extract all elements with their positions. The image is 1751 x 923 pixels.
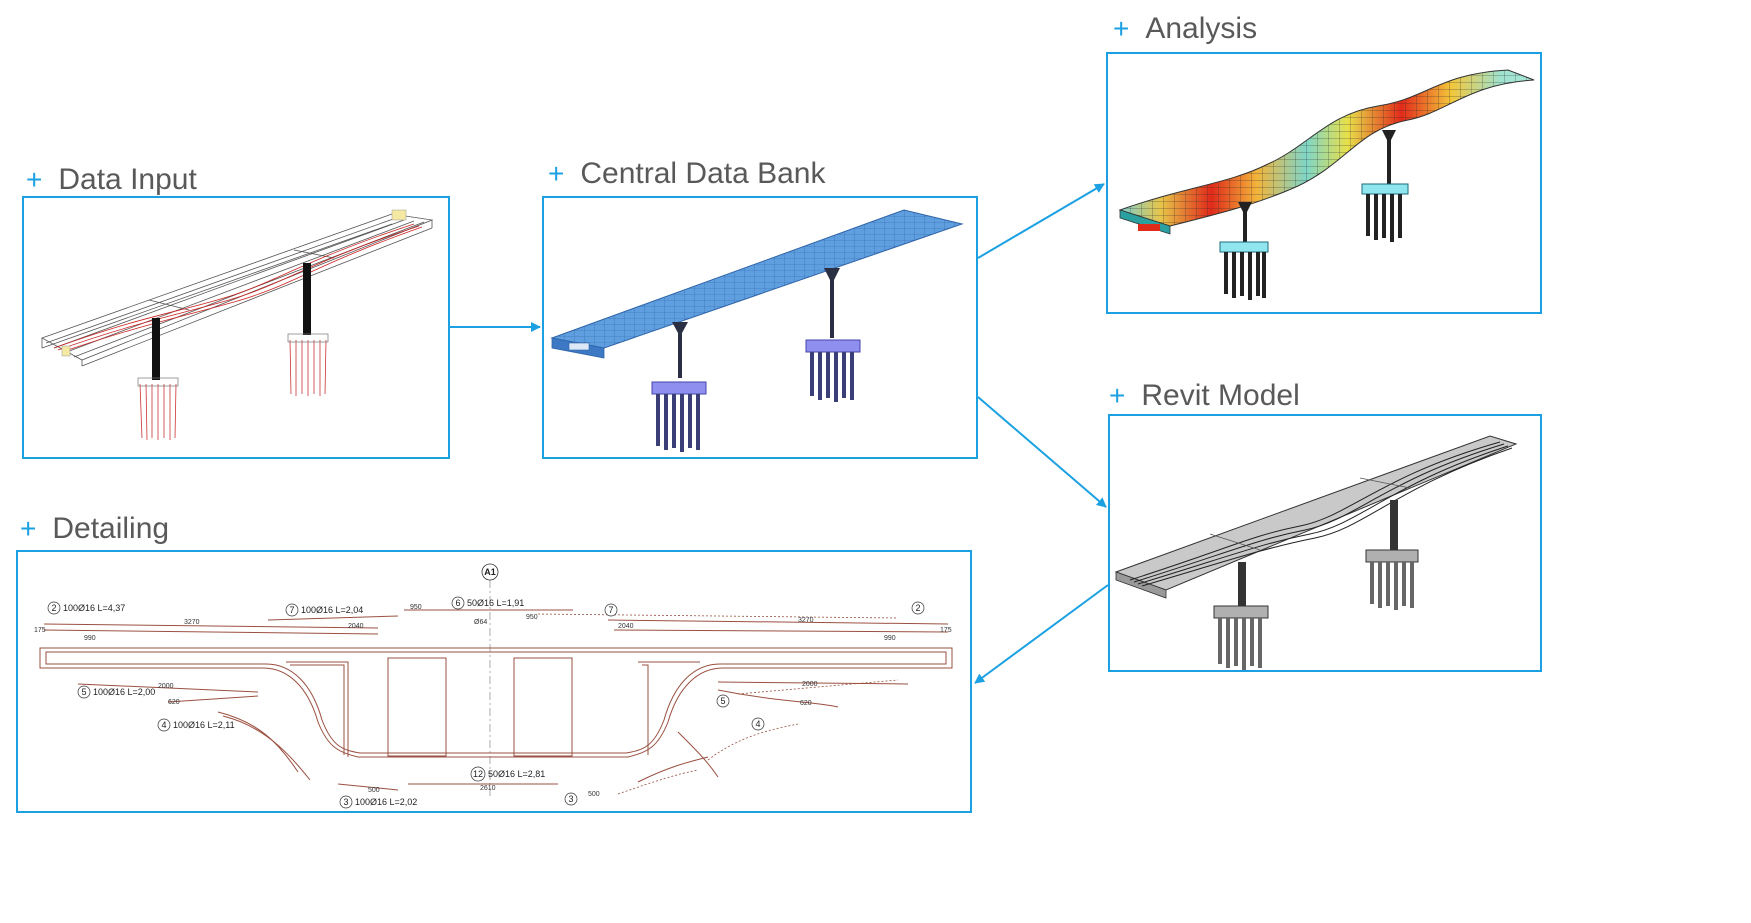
dim-950-right: 950	[526, 614, 538, 621]
data-input-label: Data Input	[58, 163, 197, 196]
analysis-panel[interactable]	[1106, 52, 1542, 314]
dim-990-left: 990	[84, 635, 96, 642]
dim-3270-left: 3270	[184, 619, 200, 626]
analysis-deformed-bridge	[1118, 69, 1535, 300]
svg-text:5: 5	[81, 687, 86, 697]
revit-model-label: Revit Model	[1141, 379, 1300, 412]
title-central-data-bank: + Central Data Bank	[548, 157, 826, 191]
bar-mark-3-left: 3 100Ø16 L=2,02	[339, 795, 417, 809]
svg-text:7: 7	[289, 605, 294, 615]
arrow-revit-to-detailing	[974, 584, 1109, 684]
dim-620-right: 620	[800, 700, 812, 707]
svg-text:100Ø16 L=2,11: 100Ø16 L=2,11	[173, 720, 235, 730]
expand-plus-icon[interactable]: +	[20, 513, 37, 544]
central-data-bank-panel[interactable]	[542, 196, 978, 459]
dimension-labels: 3270 3270 2040 2040 950 950 990 990 2000…	[34, 604, 952, 798]
svg-text:4: 4	[161, 720, 166, 730]
detailing-rebar-drawing: A1	[34, 563, 953, 809]
expand-plus-icon[interactable]: +	[26, 164, 43, 195]
expand-plus-icon[interactable]: +	[548, 158, 565, 189]
analysis-label: Analysis	[1145, 12, 1258, 45]
title-revit-model: + Revit Model	[1109, 379, 1300, 413]
central-data-bank-label: Central Data Bank	[580, 157, 826, 190]
bar-mark-2-right: 2	[911, 601, 925, 615]
dim-175-right: 175	[940, 627, 952, 634]
dim-dia-64: Ø64	[474, 619, 487, 626]
svg-text:2: 2	[915, 603, 920, 613]
bar-mark-6: 6 50Ø16 L=1,91	[451, 596, 524, 610]
dim-500-right: 500	[588, 791, 600, 798]
revit-model-bridge	[1114, 435, 1518, 670]
bar-mark-7-right: 7	[604, 603, 618, 617]
svg-text:4: 4	[755, 719, 760, 729]
title-detailing: + Detailing	[20, 512, 169, 546]
data-input-wireframe-bridge	[41, 209, 434, 441]
svg-text:2: 2	[51, 603, 56, 613]
svg-text:100Ø16 L=2,00: 100Ø16 L=2,00	[93, 687, 155, 697]
svg-text:100Ø16 L=2,04: 100Ø16 L=2,04	[301, 605, 363, 615]
revit-model-panel[interactable]	[1108, 414, 1542, 672]
bar-mark-7-left: 7 100Ø16 L=2,04	[285, 603, 363, 617]
bar-mark-5-right: 5	[716, 694, 730, 708]
bar-mark-12: 12 50Ø16 L=2,81	[470, 766, 545, 782]
bar-mark-4-right: 4	[751, 717, 765, 731]
data-input-panel[interactable]	[22, 196, 450, 459]
svg-text:100Ø16 L=4,37: 100Ø16 L=4,37	[63, 603, 125, 613]
dim-2000-right: 2000	[802, 681, 818, 688]
detailing-label: Detailing	[52, 512, 170, 545]
bar-mark-2-left: 2 100Ø16 L=4,37	[47, 601, 125, 615]
svg-text:3: 3	[568, 794, 573, 804]
svg-text:12: 12	[473, 769, 483, 779]
dim-2610: 2610	[480, 785, 496, 792]
title-data-input: + Data Input	[26, 163, 197, 197]
dim-500-left: 500	[368, 787, 380, 794]
svg-text:50Ø16 L=2,81: 50Ø16 L=2,81	[488, 769, 545, 779]
expand-plus-icon[interactable]: +	[1109, 380, 1126, 411]
arrow-databank-to-revit	[977, 396, 1107, 508]
dim-620-left: 620	[168, 699, 180, 706]
expand-plus-icon[interactable]: +	[1113, 13, 1130, 44]
dim-3270-right: 3270	[798, 617, 814, 624]
axis-label-a1: A1	[484, 567, 496, 577]
svg-text:3: 3	[343, 797, 348, 807]
dim-2040-left: 2040	[348, 623, 364, 630]
arrow-databank-to-analysis	[977, 183, 1105, 259]
dim-2000-left: 2000	[158, 683, 174, 690]
dim-2040-right: 2040	[618, 623, 634, 630]
dim-950-left: 950	[410, 604, 422, 611]
svg-text:6: 6	[455, 598, 460, 608]
bar-mark-5-left: 5 100Ø16 L=2,00	[77, 685, 155, 699]
svg-text:7: 7	[608, 605, 613, 615]
detailing-panel[interactable]: A1	[16, 550, 972, 813]
dim-990-right: 990	[884, 635, 896, 642]
bar-mark-3-right: 3	[564, 792, 578, 806]
svg-text:5: 5	[720, 696, 725, 706]
title-analysis: + Analysis	[1113, 12, 1257, 46]
svg-text:50Ø16 L=1,91: 50Ø16 L=1,91	[467, 598, 524, 608]
bar-mark-4-left: 4 100Ø16 L=2,11	[157, 718, 235, 732]
svg-text:100Ø16 L=2,02: 100Ø16 L=2,02	[355, 797, 417, 807]
central-model-bridge	[550, 209, 964, 452]
dim-175-left: 175	[34, 627, 46, 634]
